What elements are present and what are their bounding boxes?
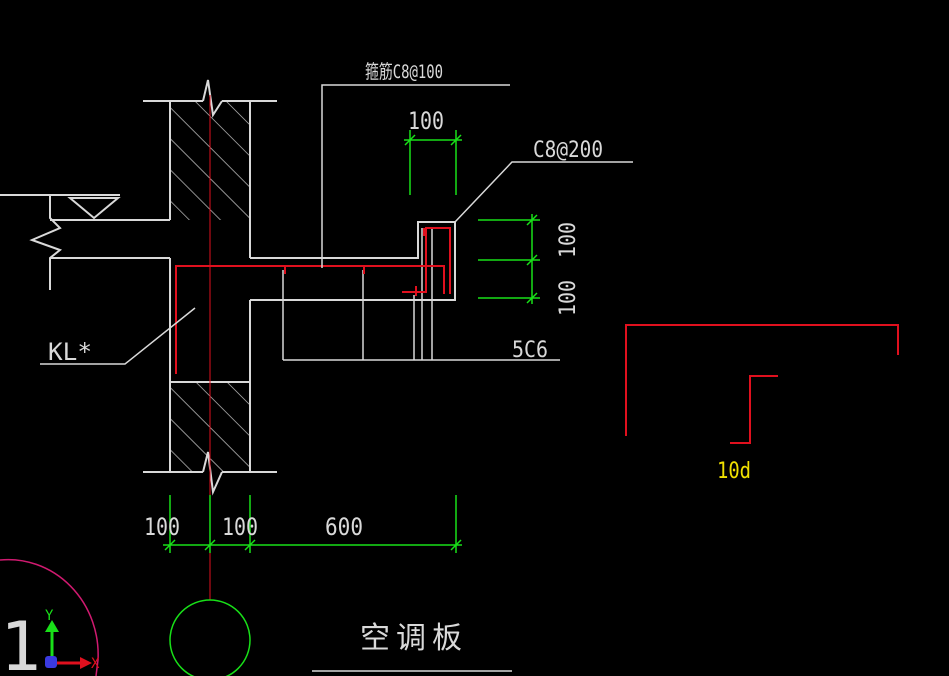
label-top-rebar: 箍筋C8@100 [365,61,443,83]
edge-rebar [402,227,451,294]
ucs-x-label: X [91,656,100,672]
dimension-top-100 [404,130,462,195]
caption-ac-slab: 空 调 板 [360,621,462,656]
ucs-x-arrow-icon [80,657,92,669]
axis-bubble-circle [169,599,251,676]
label-dim-top-100: 100 [408,107,444,135]
ucs-y-label: Y [45,608,54,624]
main-bar-shape [625,324,899,436]
red-reinforcement [175,227,451,374]
c8-200-leader [454,161,633,223]
elevation-triangle-icon [67,197,121,220]
edge-glyph: 1 [0,608,41,676]
dimension-bottom [163,495,462,553]
leaders [40,84,633,365]
label-dim-bottom-100-b: 100 [222,513,258,541]
label-beam-kl: KL* [48,338,92,366]
label-dim-side-100-a: 100 [556,222,581,258]
top-rebar-leader [321,84,510,268]
main-rebar [175,265,445,374]
magenta-arc [0,558,99,676]
ac-slab-outline [250,221,560,361]
ucs-origin-icon [45,656,57,668]
kl-leader [40,307,196,365]
dimension-side [478,214,540,304]
left-floor-slab [0,194,170,290]
label-5c6: 5C6 [512,338,548,363]
ucs-icon[interactable] [45,620,92,669]
ac-slab-section [250,221,456,301]
label-c8-200: C8@200 [533,138,603,163]
label-dim-bottom-600: 600 [325,513,363,541]
annotations: 箍筋C8@100 100 C8@200 100 100 KL* 5C6 10d … [0,61,751,676]
slab-break-symbol [29,195,63,290]
label-dim-bottom-100-a: 100 [144,513,180,541]
ucs-y-arrow-icon [45,620,59,632]
dimensions [163,130,540,553]
anchor-bar-shape [730,375,778,444]
label-10d: 10d [717,459,751,484]
label-dim-side-100-b: 100 [556,280,581,316]
bar-shape-detail [625,324,899,444]
